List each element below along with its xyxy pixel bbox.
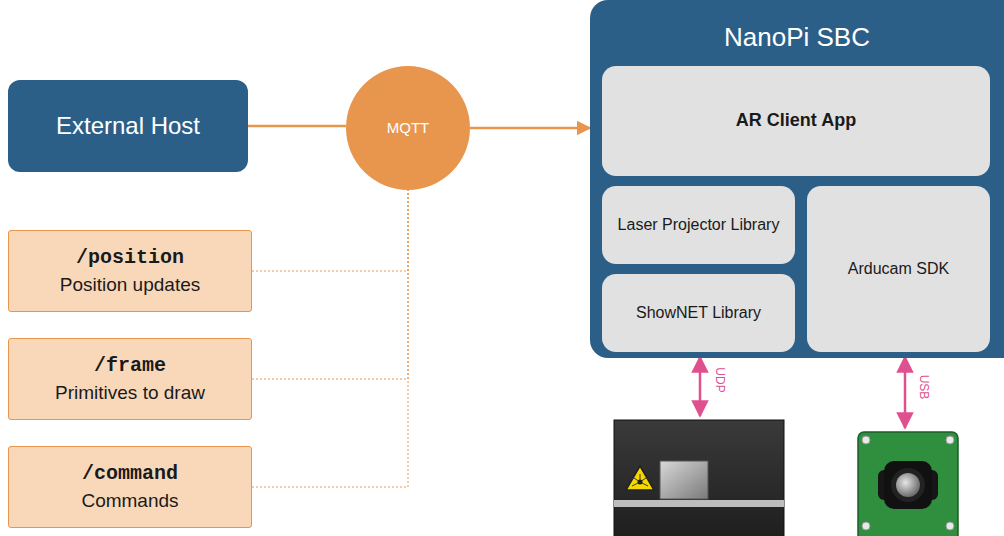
node-label: AR Client App [736, 110, 856, 132]
topic-link [252, 190, 408, 379]
node-label: MQTT [387, 119, 430, 137]
link-label: UDP [713, 368, 727, 393]
library-box: ShowNET Library [602, 274, 795, 352]
broker-circle: MQTT [346, 66, 470, 190]
topic-link [252, 190, 408, 487]
topic-link [252, 190, 408, 271]
node-label: Position updates [60, 274, 201, 297]
topic-name: /frame [94, 354, 166, 378]
topic-box: /positionPosition updates [8, 230, 252, 312]
link-label: USB [917, 374, 931, 399]
node-label: NanoPi SBC [724, 22, 870, 53]
topic-name: /command [82, 462, 178, 486]
node-label: ShowNET Library [630, 303, 767, 322]
node-label: Primitives to draw [55, 382, 205, 405]
node-label: Arducam SDK [842, 259, 955, 278]
mqtt-link [248, 125, 346, 128]
library-box: Arducam SDK [807, 186, 990, 352]
app-box: AR Client App [602, 66, 990, 176]
laser-projector [614, 420, 784, 536]
mqtt-link [470, 127, 590, 130]
node-label: External Host [56, 112, 200, 141]
camera-module [858, 432, 958, 536]
library-box: Laser Projector Library [602, 186, 795, 264]
link-arrows [700, 357, 905, 428]
host-box: External Host [8, 80, 248, 172]
topic-name: /position [76, 246, 184, 270]
topic-box: /commandCommands [8, 446, 252, 528]
node-label: Laser Projector Library [612, 215, 786, 234]
board-box: NanoPi SBC AR Client AppLaser Projector L… [590, 0, 1004, 358]
node-label: Commands [81, 490, 178, 513]
topic-box: /framePrimitives to draw [8, 338, 252, 420]
